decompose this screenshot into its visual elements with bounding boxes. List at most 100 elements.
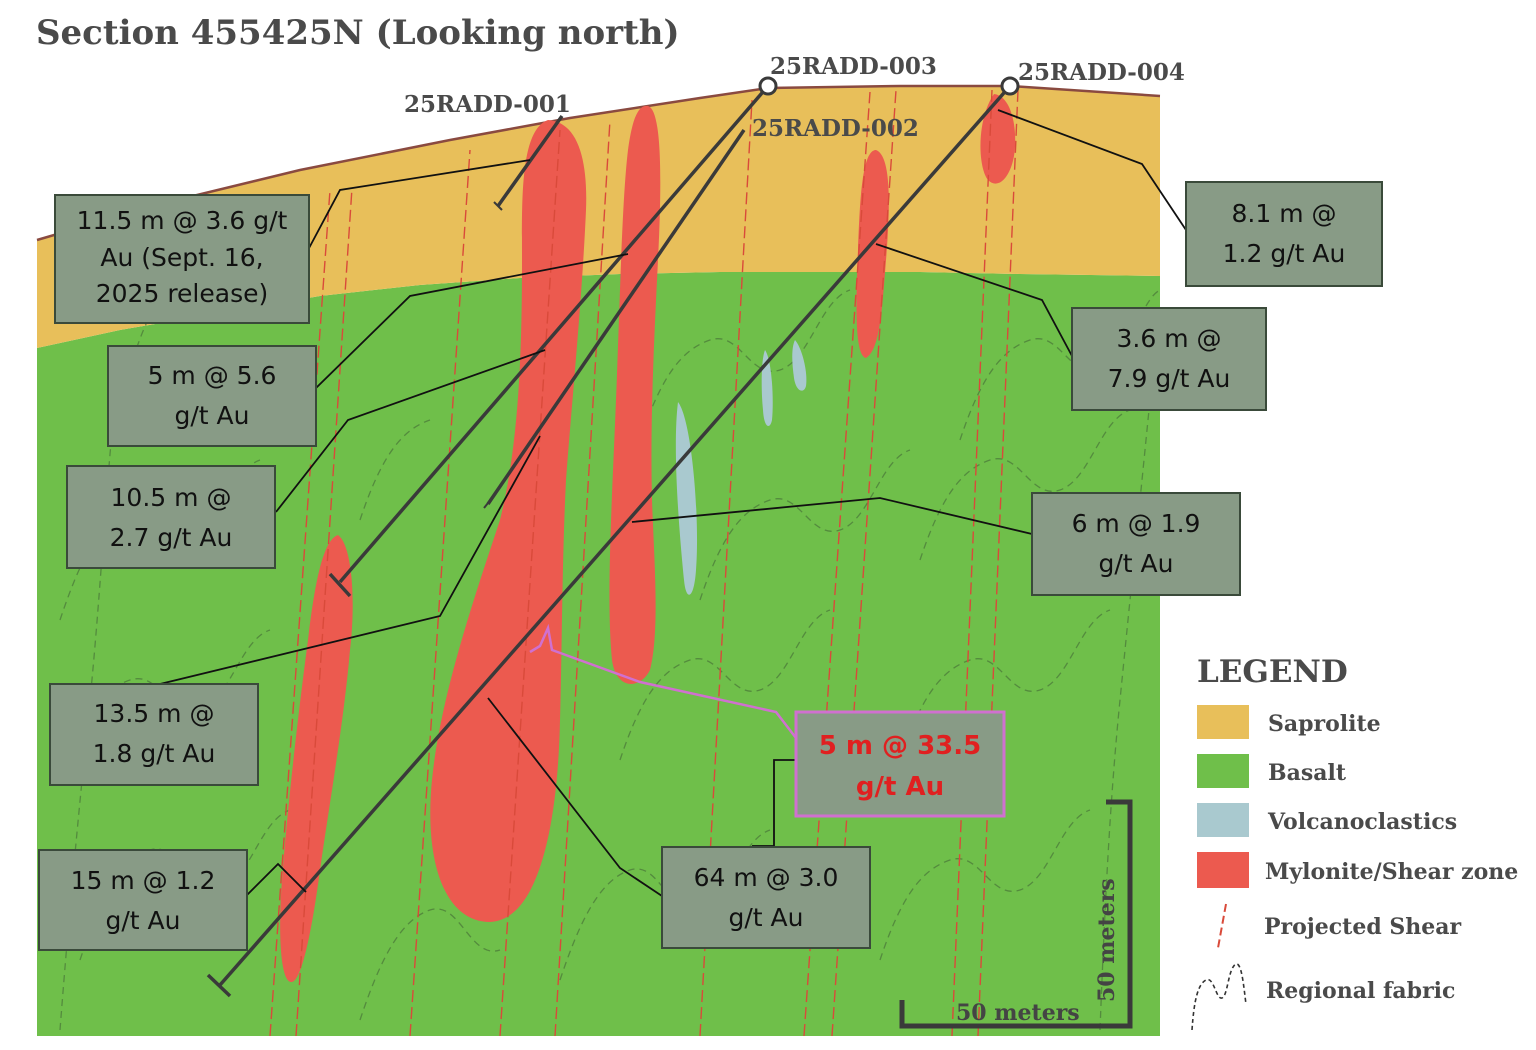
intercept-box-highlight: 5 m @ 33.5 g/t Au [794, 710, 1006, 818]
intercept-text: g/t Au [729, 903, 804, 932]
volcaniclastics [675, 340, 807, 595]
intercept-text: 13.5 m @ [94, 699, 215, 728]
scale-vertical-label: 50 meters [1094, 878, 1120, 1002]
drill-end-marker [483, 497, 493, 509]
legend-label: Projected Shear [1264, 914, 1461, 940]
legend-swatch-volcaniclastics [1197, 803, 1249, 837]
projected-shear-line [499, 129, 561, 1037]
intercept-text: 7.9 g/t Au [1108, 364, 1231, 393]
drill-trace-004 [218, 84, 1012, 987]
intercept-text: 64 m @ 3.0 [694, 863, 839, 892]
intercept-text: 2.7 g/t Au [110, 523, 233, 552]
intercept-box: 3.6 m @ 7.9 g/t Au [1071, 307, 1267, 411]
leader-line [487, 697, 663, 897]
leader-line [307, 159, 531, 251]
intercept-text-highlight: g/t Au [856, 772, 944, 802]
intercept-text: 2025 release) [96, 279, 269, 308]
fabric-line [359, 908, 501, 1021]
legend-swatch-mylonite [1197, 852, 1249, 888]
intercept-text: 11.5 m @ 3.6 g/t [77, 206, 288, 235]
intercept-box: 10.5 m @ 2.7 g/t Au [66, 465, 276, 569]
intercept-text: g/t Au [1099, 549, 1174, 578]
scale-bar-lines [899, 799, 1133, 1029]
legend-title: LEGEND [1197, 654, 1348, 690]
intercept-text: 10.5 m @ [111, 483, 232, 512]
intercept-text: 6 m @ 1.9 [1072, 509, 1201, 538]
intercept-text: 1.2 g/t Au [1223, 239, 1346, 268]
fabric-line [899, 609, 1111, 761]
fabric-line [699, 449, 911, 601]
drill-trace-001 [496, 114, 564, 208]
fabric-line [639, 289, 851, 441]
leader-line [159, 435, 541, 685]
projected-shear-line [409, 149, 471, 1037]
drill-end-marker [328, 572, 352, 598]
scale-bar: 50 meters 50 meters [899, 799, 1133, 1029]
leader-line [631, 497, 1033, 535]
legend-label: Saprolite [1268, 711, 1381, 737]
intercept-box: 6 m @ 1.9 g/t Au [1031, 492, 1241, 596]
legend-label: Volcanoclastics [1267, 809, 1457, 835]
intercept-box: 11.5 m @ 3.6 g/t Au (Sept. 16, 2025 rele… [54, 194, 310, 324]
intercept-text: 5 m @ 5.6 [148, 361, 277, 390]
projected-shear-line [977, 89, 1019, 1037]
leader-line [315, 253, 629, 389]
volcaniclastics-lens [792, 340, 807, 391]
mylonite-zone [280, 535, 353, 983]
legend-label: Regional fabric [1266, 978, 1455, 1004]
projected-shear-line [269, 189, 331, 1037]
saprolite-layer [37, 86, 1160, 348]
drill-end-marker [493, 201, 503, 211]
intercept-box: 15 m @ 1.2 g/t Au [38, 849, 248, 951]
intercept-text: 8.1 m @ [1231, 199, 1336, 228]
drill-trace-002 [486, 129, 746, 505]
mylonite-zone [609, 105, 661, 684]
leader-line [875, 243, 1073, 357]
leader-line [245, 862, 307, 897]
legend-swatch-saprolite [1197, 705, 1249, 739]
intercept-text: g/t Au [175, 401, 250, 430]
fabric-line [919, 409, 1131, 561]
topography-line [36, 84, 1161, 242]
legend: LEGEND Saprolite Basalt Volcanoclastics … [1191, 654, 1518, 1031]
intercept-boxes: 11.5 m @ 3.6 g/t Au (Sept. 16, 2025 rele… [38, 181, 1383, 951]
fabric-line [959, 289, 1161, 441]
legend-label: Mylonite/Shear zone [1265, 859, 1518, 885]
hole-label-001: 25RADD-001 [404, 91, 571, 118]
intercept-text: 3.6 m @ [1116, 324, 1221, 353]
leader-lines [159, 109, 1187, 897]
drill-traces [206, 84, 1012, 998]
intercept-box: 64 m @ 3.0 g/t Au [661, 846, 871, 949]
volcaniclastics-lens [761, 350, 773, 426]
leader-line [275, 349, 546, 513]
collar-003 [758, 76, 778, 96]
intercept-text: 1.8 g/t Au [93, 739, 216, 768]
volcaniclastics-lens [675, 402, 698, 595]
intercept-text: 15 m @ 1.2 [71, 866, 216, 895]
legend-symbol-regional-fabric [1191, 963, 1247, 1031]
drill-end-marker [206, 973, 232, 998]
intercept-box: 8.1 m @ 1.2 g/t Au [1185, 181, 1383, 287]
intercept-box: 5 m @ 5.6 g/t Au [107, 345, 317, 447]
projected-shear-line [951, 89, 993, 1037]
intercept-text: g/t Au [106, 906, 181, 935]
intercept-text: Au (Sept. 16, [100, 243, 263, 272]
hole-label-003: 25RADD-003 [770, 53, 937, 80]
diagram-title: Section 455425N (Looking north) [36, 13, 680, 53]
scale-horizontal-label: 50 meters [956, 1000, 1080, 1026]
collar-004 [1000, 76, 1020, 96]
projected-shear-line [295, 187, 353, 1037]
legend-label: Basalt [1268, 760, 1347, 786]
legend-symbol-projected-shear [1217, 903, 1227, 949]
intercept-text-highlight: 5 m @ 33.5 [819, 731, 982, 761]
intercept-box: 13.5 m @ 1.8 g/t Au [49, 683, 259, 786]
fabric-line [359, 419, 431, 521]
leader-line [997, 109, 1187, 231]
hole-label-002: 25RADD-002 [752, 115, 919, 142]
legend-swatch-basalt [1197, 754, 1249, 788]
hole-label-004: 25RADD-004 [1018, 59, 1185, 86]
fabric-line [879, 809, 1091, 961]
drill-trace-003 [338, 84, 770, 584]
highlight-leader [529, 623, 797, 739]
